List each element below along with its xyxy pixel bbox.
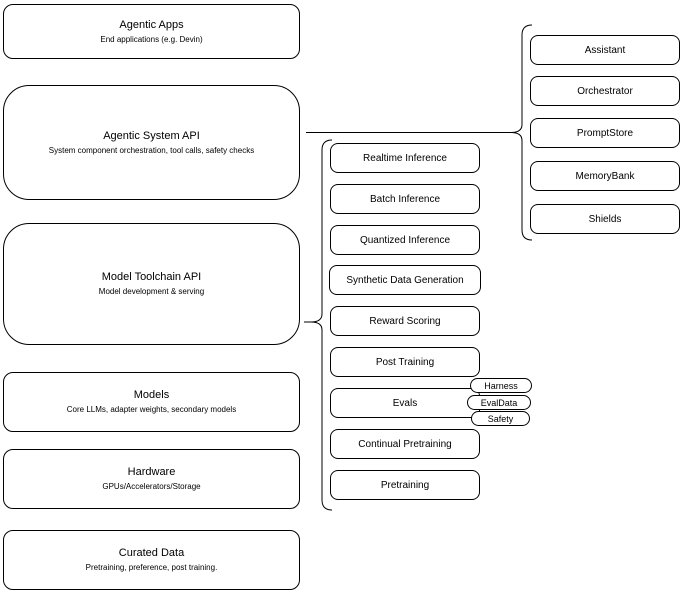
badge-label: Safety: [487, 413, 514, 424]
badge-harness: Harness: [470, 378, 532, 393]
box-pretraining: Pretraining: [330, 470, 480, 500]
box-subtitle: End applications (e.g. Devin): [100, 34, 203, 44]
box-batch-inference: Batch Inference: [330, 184, 480, 214]
badge-label: EvalData: [480, 397, 518, 408]
box-title: Hardware: [127, 466, 176, 478]
box-title: Model Toolchain API: [101, 271, 202, 283]
box-orchestrator: Orchestrator: [530, 76, 680, 106]
box-label: Realtime Inference: [363, 152, 447, 164]
box-label: Synthetic Data Generation: [346, 274, 464, 286]
box-label: PromptStore: [576, 127, 634, 139]
box-label: Post Training: [375, 356, 435, 368]
box-subtitle: System component orchestration, tool cal…: [48, 145, 255, 155]
box-label: Evals: [392, 397, 418, 409]
middle-brace-connector: [310, 139, 333, 511]
badge-evaldata: EvalData: [467, 395, 531, 410]
box-reward-scoring: Reward Scoring: [330, 306, 480, 336]
box-models: Models Core LLMs, adapter weights, secon…: [3, 372, 300, 432]
right-brace-connector: [510, 24, 533, 241]
box-label: Pretraining: [380, 479, 430, 491]
box-title: Agentic Apps: [119, 18, 184, 31]
box-label: Batch Inference: [369, 193, 441, 205]
box-synthetic-data-generation: Synthetic Data Generation: [329, 265, 481, 295]
box-label: Continual Pretraining: [358, 438, 452, 450]
box-promptstore: PromptStore: [530, 118, 680, 148]
box-title: Agentic System API: [103, 129, 200, 142]
box-subtitle: Pretraining, preference, post training.: [85, 563, 218, 572]
box-label: Quantized Inference: [359, 234, 451, 246]
box-quantized-inference: Quantized Inference: [330, 225, 480, 255]
box-label: Shields: [588, 213, 622, 225]
box-memorybank: MemoryBank: [530, 161, 680, 191]
box-post-training: Post Training: [330, 347, 480, 377]
box-subtitle: GPUs/Accelerators/Storage: [102, 482, 201, 491]
box-agentic-system-api: Agentic System API System component orch…: [3, 85, 300, 200]
box-hardware: Hardware GPUs/Accelerators/Storage: [3, 449, 300, 509]
box-curated-data: Curated Data Pretraining, preference, po…: [3, 530, 300, 590]
badge-safety: Safety: [471, 411, 530, 426]
box-model-toolchain-api: Model Toolchain API Model development & …: [3, 223, 300, 345]
box-label: Orchestrator: [577, 85, 633, 97]
box-agentic-apps: Agentic Apps End applications (e.g. Devi…: [3, 4, 300, 59]
box-subtitle: Core LLMs, adapter weights, secondary mo…: [66, 405, 237, 414]
box-subtitle: Model development & serving: [98, 287, 205, 296]
box-shields: Shields: [530, 204, 680, 234]
box-label: Reward Scoring: [369, 315, 441, 327]
badge-label: Harness: [484, 380, 518, 391]
box-title: Models: [133, 389, 170, 401]
box-evals: Evals: [330, 388, 480, 418]
box-title: Curated Data: [118, 547, 185, 559]
box-label: MemoryBank: [575, 170, 635, 182]
box-label: Assistant: [584, 44, 626, 56]
box-realtime-inference: Realtime Inference: [330, 143, 480, 173]
box-continual-pretraining: Continual Pretraining: [330, 429, 480, 459]
box-assistant: Assistant: [530, 35, 680, 65]
